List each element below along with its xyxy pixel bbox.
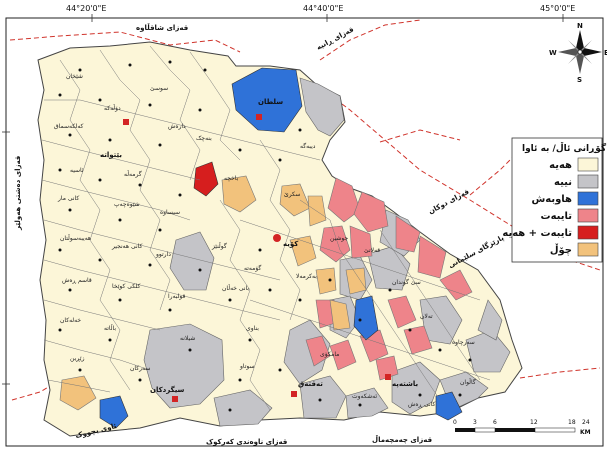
village-label: شێخان (66, 73, 83, 80)
scale-unit: KM (580, 429, 591, 436)
legend-label: نییە (554, 177, 572, 188)
village-label: ئاسیە (70, 167, 84, 174)
town-marker-koya (273, 234, 281, 242)
village-label: سێ گوندان (392, 278, 421, 286)
town-label-sikirdkan: سیگردکان (150, 385, 185, 394)
town-marker-betwata (123, 119, 129, 125)
scale-tick: 12 (530, 419, 538, 426)
village-label: شێوەچەپ (114, 201, 140, 208)
village-label: کلکی کوێخا (112, 283, 141, 290)
scale-bar: 0 3 6 12 18 24 KM (453, 419, 591, 436)
grey-patches (143, 77, 511, 427)
red-patches (193, 161, 219, 197)
legend-swatches (577, 157, 599, 257)
village-label: دارەش (168, 123, 186, 130)
legend-label: تایبەت (541, 211, 573, 222)
town-marker-bashtepe (385, 374, 391, 380)
village-label: کانی مار (57, 195, 79, 202)
village-label: گۆمەتە (244, 264, 261, 272)
legend-label: هاوبەش (531, 194, 572, 205)
scale-tick: 3 (473, 419, 477, 426)
village-label: سەرچاوە (452, 339, 475, 346)
town-marker-sultan (256, 114, 262, 120)
village-label: جوشین (330, 235, 349, 242)
village-label: سکرێ (284, 191, 300, 198)
legend: گۆڕانی ئاڵ/ بە ئاوا هەیە نییە هاوبەش تای… (502, 137, 607, 263)
town-markers (123, 114, 391, 402)
town-label-taqtaq: تەقتەق (298, 380, 323, 388)
village-label: کەلکەسماق (54, 123, 84, 130)
legend-swatch (577, 208, 599, 223)
compass-w: W (549, 49, 557, 57)
coord-label-1: 44°20'0"E (66, 4, 106, 13)
blue-patches (99, 67, 463, 429)
village-boundaries (41, 45, 491, 411)
village-label: خەلەکان (60, 317, 81, 324)
village-label: هەیبەسوڵتان (60, 234, 91, 242)
legend-label: تایبەت + هەیە (502, 228, 572, 239)
village-label: دیبەگە (300, 142, 316, 150)
village-label: قاسم ڕەش (62, 277, 92, 284)
orange-patches (59, 175, 367, 411)
village-label: زێڕین (70, 355, 85, 362)
village-label: بانی خەڵان (222, 284, 249, 292)
town-marker-sikirdkan (172, 396, 178, 402)
village-label: شیلانە (180, 335, 195, 342)
legend-label: هەیە (549, 160, 572, 171)
village-label: سەرکان (130, 365, 150, 372)
legend-swatch (577, 174, 599, 189)
village-label: بەکرمەلا (296, 273, 317, 280)
legend-swatch (577, 225, 599, 240)
village-label: گرمەڵە (124, 170, 142, 178)
village-label: مامکۆی (320, 351, 339, 358)
town-marker-taqtaq (291, 391, 297, 397)
compass-n: N (577, 22, 583, 30)
town-label-koya: کۆیە (283, 240, 299, 248)
compass-rose: N S E W (549, 22, 607, 84)
village-label: سوتاو (239, 363, 255, 370)
village-label: قولبەرا (168, 293, 186, 300)
village-label: کانی ڕەش (408, 401, 436, 408)
pink-patches (305, 177, 473, 381)
village-label: قەلاتێ (364, 247, 380, 254)
region-label-west: قەزای دەشتی هەولێر (14, 155, 22, 231)
legend-swatch (577, 191, 599, 206)
legend-swatch (577, 157, 599, 172)
village-label-group: شێخان سوسێ دۆڵەکە کەلکەسماق دارەش بنەچک … (54, 73, 476, 408)
compass-e: E (604, 49, 607, 57)
scale-tick: 0 (453, 419, 457, 426)
scale-tick: 6 (493, 419, 497, 426)
village-label: گوڵنێز (211, 242, 227, 250)
town-label-betwata: بێتواتە (100, 151, 122, 159)
village-label: تەلان (420, 313, 433, 320)
village-label: گاڵوان (460, 378, 476, 386)
village-label: سوسێ (150, 85, 168, 92)
village-label: دۆڵەکە (104, 104, 121, 112)
coord-label-3: 45°0'0"E (540, 4, 575, 13)
coord-label-2: 44°40'0"E (303, 4, 343, 13)
legend-swatch (577, 242, 599, 257)
village-label: ئەشکەوت (352, 393, 377, 400)
scale-tick: 24 (582, 419, 590, 426)
region-label-south: قەزای ناوەندی کەرکوک (206, 438, 288, 446)
village-label: بنەچک (196, 135, 212, 142)
village-label: باخچە (224, 175, 239, 182)
village-label: کانی هەنجیر (111, 243, 142, 250)
legend-title: گۆڕانی ئاڵ/ بە ئاوا (522, 142, 607, 154)
compass-s: S (577, 76, 582, 84)
town-label-sultan: سلطان (258, 98, 283, 106)
legend-label: چۆڵ (550, 243, 572, 256)
village-label: بناوی (246, 325, 259, 332)
town-label-bashtepe: باشتەپە (392, 380, 418, 388)
region-label-north: قەزای شاقڵاوە (136, 23, 189, 32)
scale-tick: 18 (568, 419, 576, 426)
village-label: سیساوە (160, 209, 180, 216)
graticule (2, 14, 564, 385)
village-label: باڵاتە (104, 324, 116, 332)
village-label: دارتوو (155, 251, 171, 258)
region-label-south-east: قەزای چەمچەماڵ (372, 435, 432, 444)
village-dots (58, 60, 472, 412)
